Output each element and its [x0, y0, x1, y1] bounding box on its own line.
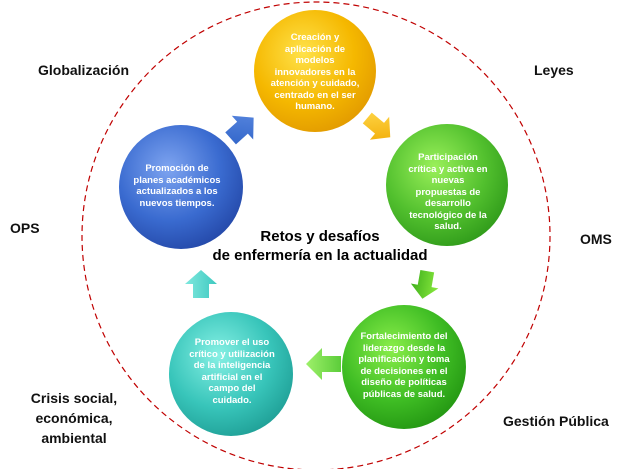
label-oms: OMS	[580, 231, 612, 247]
arrow-teal-to-blue	[185, 270, 217, 298]
node-fortalecimiento-circle	[342, 305, 466, 429]
arrow-green-to-teal	[306, 348, 341, 380]
node-participacion-text: Participación crítica y activa en nuevas…	[408, 152, 488, 232]
center-title-line1: Retos y desafíos	[260, 228, 380, 245]
node-promover-text: Promover el uso crítico y utilización de…	[189, 337, 275, 406]
node-promover-circle	[169, 312, 293, 436]
node-fortalecimiento-text: Fortalecimiento del liderazgo desde la p…	[358, 331, 450, 400]
arrow-green-to-green	[410, 269, 439, 299]
node-creacion-text: Creación y aplicación de modelos innovad…	[270, 32, 360, 112]
node-promocion-text: Promoción de planes académicos actualiza…	[133, 163, 221, 209]
node-participacion-circle	[386, 124, 508, 246]
label-gestion-publica: Gestión Pública	[503, 413, 609, 429]
center-title: Retos y desafíos de enfermería en la act…	[185, 227, 455, 265]
label-crisis-line1: Crisis social,	[30, 390, 118, 406]
label-leyes: Leyes	[534, 62, 574, 78]
label-ops: OPS	[10, 220, 40, 236]
arrow-yellow-to-green	[362, 112, 391, 140]
label-globalizacion: Globalización	[38, 62, 130, 78]
dashed-outer-circle	[81, 1, 551, 469]
label-crisis: Crisis social, económica, ambiental	[22, 388, 126, 448]
node-promocion-circle	[119, 125, 243, 249]
center-title-line2: de enfermería en la actualidad	[212, 247, 428, 264]
label-crisis-line3: ambiental	[41, 430, 107, 446]
label-crisis-line2: económica,	[35, 410, 113, 426]
node-creacion-circle	[254, 10, 376, 132]
arrow-blue-to-yellow	[225, 115, 254, 145]
